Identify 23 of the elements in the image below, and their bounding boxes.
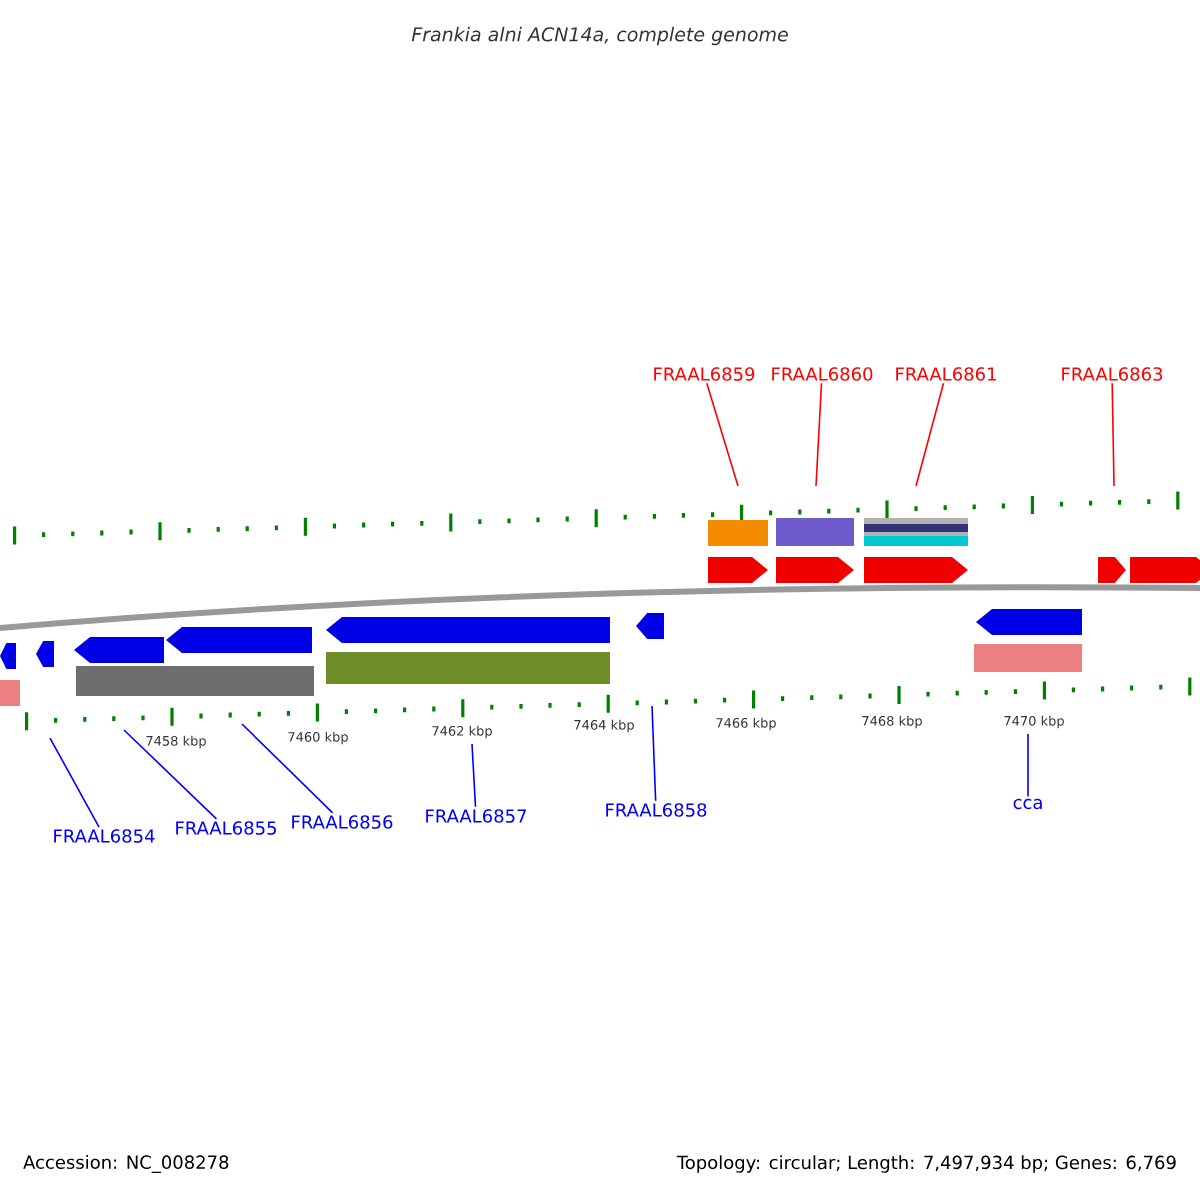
gene-label: FRAAL6856 <box>292 815 393 829</box>
gene-label: FRAAL6863 <box>1062 367 1163 381</box>
gene-label: FRAAL6854 <box>54 829 155 843</box>
leader-line <box>1027 733 1029 798</box>
genome-info-text: Topology: circular; Length: 7,497,934 bp; Genes: 6,769 <box>676 1155 1176 1173</box>
accession-text: Accession: NC_008278 <box>23 1155 229 1173</box>
leader-line <box>706 382 739 487</box>
gene-label: FRAAL6861 <box>896 367 996 381</box>
leader-line <box>241 723 334 814</box>
leader-line <box>815 382 823 487</box>
leader-line <box>471 743 477 808</box>
leader-line <box>123 729 218 820</box>
gene-label: FRAAL6855 <box>176 821 276 835</box>
gene-label: FRAAL6860 <box>772 367 873 381</box>
leader-line <box>915 382 945 487</box>
title: Frankia alni ACN14a, complete genome <box>411 26 788 46</box>
gene-label: FRAAL6858 <box>606 803 707 817</box>
gene-label: FRAAL6857 <box>426 809 526 823</box>
leader-line <box>1111 382 1115 487</box>
gene-label: FRAAL6859 <box>654 367 755 381</box>
leader-line <box>49 737 100 828</box>
leader-line <box>651 705 657 802</box>
gene-label: cca <box>1013 798 1042 810</box>
